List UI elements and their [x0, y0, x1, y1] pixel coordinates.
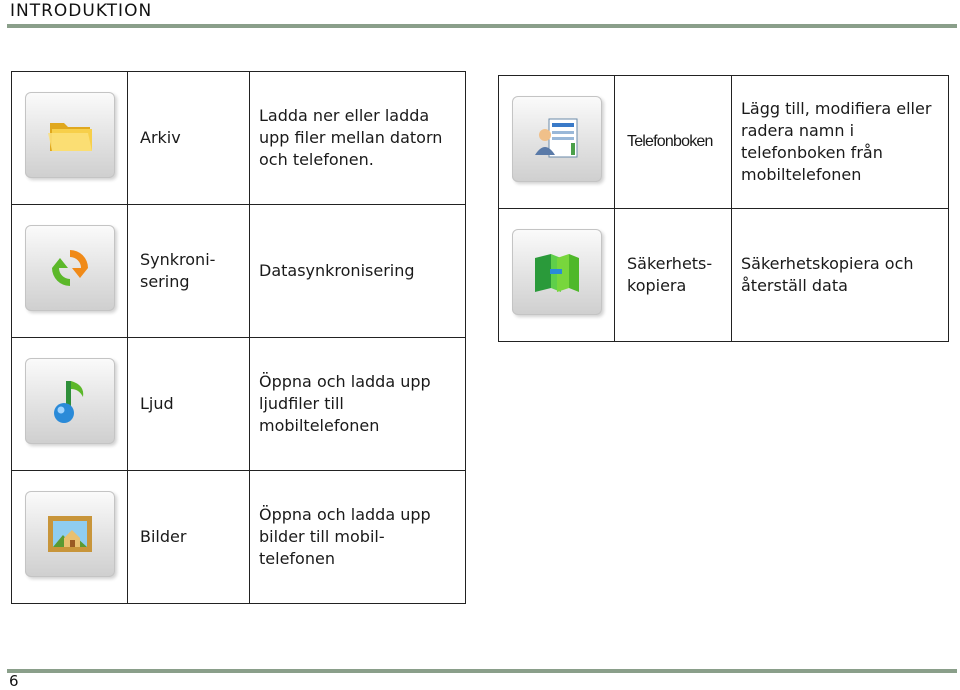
feature-name: Bilder — [127, 470, 250, 604]
feature-description: Öppna och ladda upp bilder till mobil-te… — [249, 470, 466, 604]
table-row: Telefonboken Lägg till, modifiera eller … — [498, 75, 949, 209]
table-row: Säkerhets-kopiera Säkerhetskopiera och å… — [498, 208, 949, 342]
feature-description: Lägg till, modifiera eller radera namn i… — [731, 75, 949, 209]
top-divider — [7, 24, 957, 28]
feature-description: Ladda ner eller ladda upp filer mellan d… — [249, 71, 466, 205]
icon-cell — [11, 470, 128, 604]
icon-cell — [11, 71, 128, 205]
feature-description: Datasynkronisering — [249, 204, 466, 338]
feature-name: Telefonboken — [614, 75, 732, 209]
feature-name: Synkroni-sering — [127, 204, 250, 338]
section-title: INTRODUKTION — [10, 1, 153, 21]
table-row: Ljud Öppna och ladda upp ljudfiler till … — [11, 337, 466, 471]
sync-arrows-icon — [24, 225, 115, 311]
feature-table-right: Telefonboken Lägg till, modifiera eller … — [498, 75, 949, 342]
page-number: 6 — [9, 672, 19, 690]
feature-name: Säkerhets-kopiera — [614, 208, 732, 342]
icon-cell — [498, 75, 615, 209]
icon-cell — [11, 337, 128, 471]
feature-table-left: Arkiv Ladda ner eller ladda upp filer me… — [11, 71, 466, 604]
feature-name: Arkiv — [127, 71, 250, 205]
table-row: Synkroni-sering Datasynkronisering — [11, 204, 466, 338]
icon-cell — [498, 208, 615, 342]
music-note-icon — [24, 358, 115, 444]
table-row: Arkiv Ladda ner eller ladda upp filer me… — [11, 71, 466, 205]
phonebook-icon — [511, 96, 602, 182]
folder-icon — [24, 92, 115, 178]
table-row: Bilder Öppna och ladda upp bilder till m… — [11, 470, 466, 604]
icon-cell — [11, 204, 128, 338]
feature-description: Säkerhetskopiera och återställ data — [731, 208, 949, 342]
backup-blocks-icon — [511, 229, 602, 315]
feature-description: Öppna och ladda upp ljudfiler till mobil… — [249, 337, 466, 471]
bottom-divider — [7, 669, 957, 673]
picture-frame-icon — [24, 491, 115, 577]
feature-name: Ljud — [127, 337, 250, 471]
